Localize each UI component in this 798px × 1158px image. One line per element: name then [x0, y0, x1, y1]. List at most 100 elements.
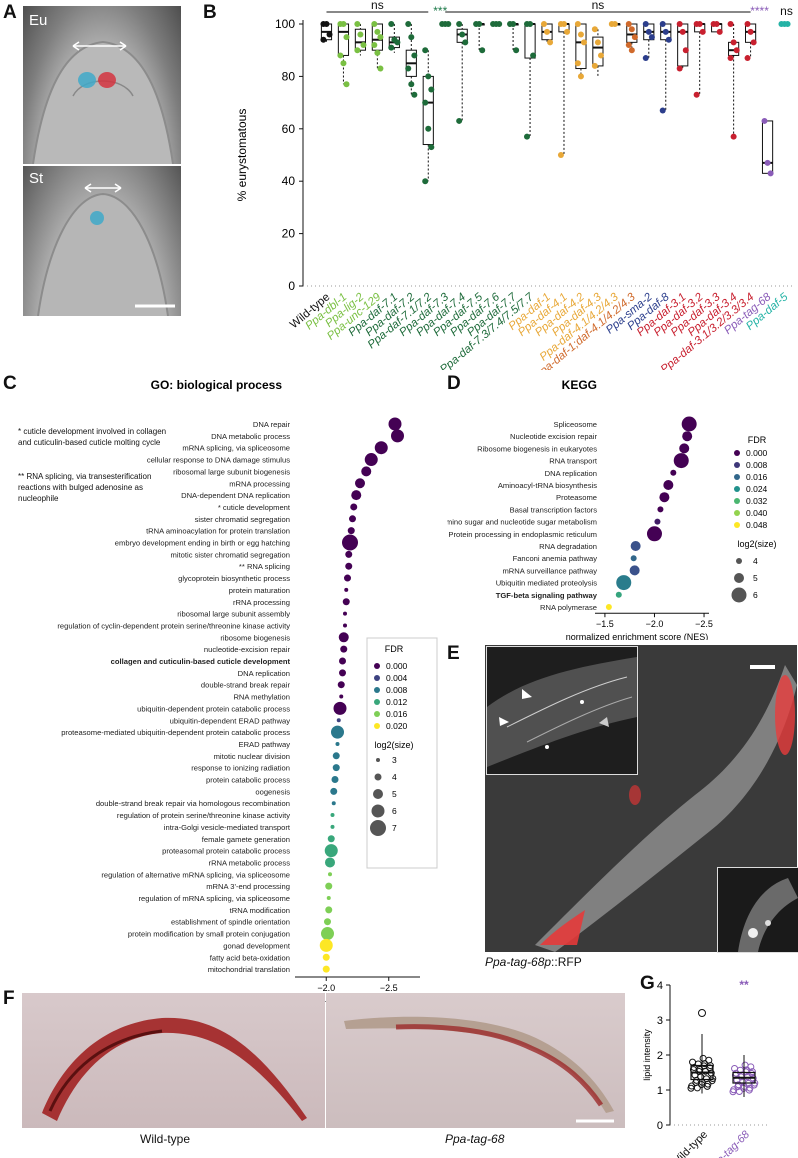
legend-size-dot [373, 789, 383, 799]
data-point [377, 65, 384, 72]
term-label: DNA-dependent DNA replication [181, 491, 290, 500]
legend-fdr-dot [374, 723, 380, 729]
data-point [408, 81, 415, 88]
term-label: DNA repair [253, 420, 291, 429]
term-dot [332, 764, 340, 772]
term-dot [332, 752, 340, 760]
panel-e-caption: Ppa-tag-68p::RFP [485, 955, 582, 969]
term-label: proteasomal protein catabolic process [162, 847, 290, 856]
data-point [377, 34, 384, 41]
term-label: Proteasome [556, 493, 597, 502]
legend-fdr-dot [734, 450, 740, 456]
data-point [764, 159, 771, 166]
term-dot [325, 906, 333, 914]
data-point [428, 86, 435, 93]
panel-e-caption-suffix: ::RFP [551, 955, 582, 969]
term-label: mRNA 3'-end processing [206, 882, 290, 891]
legend-size-label: 5 [392, 789, 397, 799]
data-point [496, 21, 503, 27]
legend-fdr-label: 0.020 [386, 721, 408, 731]
legend-fdr-label: 0.016 [386, 709, 408, 719]
x-axis-label: normalized enrichment score (NES) [566, 632, 709, 640]
legend-fdr-dot [374, 675, 380, 681]
data-point [727, 55, 734, 62]
term-label: regulation of mRNA splicing, via spliceo… [138, 894, 290, 903]
data-point [540, 21, 547, 27]
term-label: * cuticle development [218, 503, 291, 512]
panel-label-a: A [3, 2, 17, 23]
data-point [747, 28, 754, 35]
term-label: female gamete generation [202, 835, 290, 844]
term-label: sister chromatid segregation [195, 515, 290, 524]
lipid-point [688, 1082, 696, 1090]
term-label: Fanconi anemia pathway [513, 554, 598, 563]
term-label: proteasome-mediated ubiquitin-dependent … [61, 728, 290, 737]
sig-label: ns [371, 0, 384, 12]
x-tick-label: −2.0 [646, 619, 664, 629]
legend-size-dot [736, 558, 742, 564]
lipid-point [741, 1061, 749, 1069]
data-point [425, 125, 432, 132]
term-label: protein catabolic process [206, 776, 290, 785]
legend-size-label: 4 [753, 556, 758, 566]
x-tick-label: −1.5 [596, 619, 614, 629]
y-tick-label: 2 [657, 1050, 663, 1062]
data-point [750, 39, 757, 46]
data-point [320, 36, 327, 43]
term-dot [654, 518, 661, 525]
term-dot [322, 965, 330, 973]
term-dot [336, 718, 341, 723]
panel-c-note-1: * cuticle development involved in collag… [18, 427, 167, 447]
term-label: ERAD pathway [239, 740, 291, 749]
term-dot [615, 591, 622, 598]
term-label: fatty acid beta-oxidation [210, 953, 290, 962]
data-point [560, 21, 567, 27]
term-label: collagen and cuticulin-based cuticle dev… [111, 657, 291, 666]
term-label: Amino sugar and nucleotide sugar metabol… [447, 518, 597, 527]
term-label: RNA polymerase [540, 603, 597, 612]
term-dot [361, 466, 372, 477]
data-point [428, 144, 435, 151]
data-point [733, 47, 740, 54]
y-tick-label: 20 [282, 227, 296, 241]
data-point [597, 52, 604, 59]
data-point [544, 28, 551, 35]
data-point [374, 28, 381, 35]
outlier-point [698, 1009, 706, 1017]
term-label: rRNA processing [233, 598, 290, 607]
data-point [530, 52, 537, 59]
data-point [459, 31, 466, 38]
data-point [510, 21, 517, 27]
term-label: double-strand break repair via homologou… [96, 799, 290, 808]
legend-size-dot [374, 773, 382, 781]
data-point [422, 47, 429, 54]
term-label: tRNA aminoacylation for protein translat… [146, 527, 290, 536]
data-point [648, 34, 655, 41]
term-label: double-strand break repair [201, 681, 291, 690]
term-dot [328, 872, 332, 877]
term-label: cellular response to DNA damage stimulus [147, 456, 290, 465]
term-label: mitotic sister chromatid segregation [171, 550, 290, 559]
panel-e-caption-gene: Ppa-tag-68p [485, 955, 552, 969]
term-dot [344, 587, 349, 592]
panel-label-b: B [203, 2, 217, 23]
data-point [405, 21, 412, 27]
term-dot [681, 416, 697, 432]
data-point [340, 60, 347, 67]
legend-fdr-label: 0.048 [746, 520, 768, 530]
legend-size-label: 5 [753, 573, 758, 583]
term-label: ribosomal large subunit biogenesis [173, 467, 290, 476]
term-dot [324, 844, 338, 858]
data-point [456, 117, 463, 124]
data-point [591, 26, 598, 33]
sig-label: ns [780, 4, 793, 18]
panel-e-inset-neurons [486, 646, 638, 775]
data-point [581, 39, 587, 46]
term-dot [355, 478, 365, 489]
term-dot [340, 645, 348, 653]
panel-c-title: GO: biological process [151, 378, 283, 392]
data-point [659, 107, 666, 114]
data-point [679, 28, 686, 35]
term-label: mitotic nuclear division [214, 752, 290, 761]
